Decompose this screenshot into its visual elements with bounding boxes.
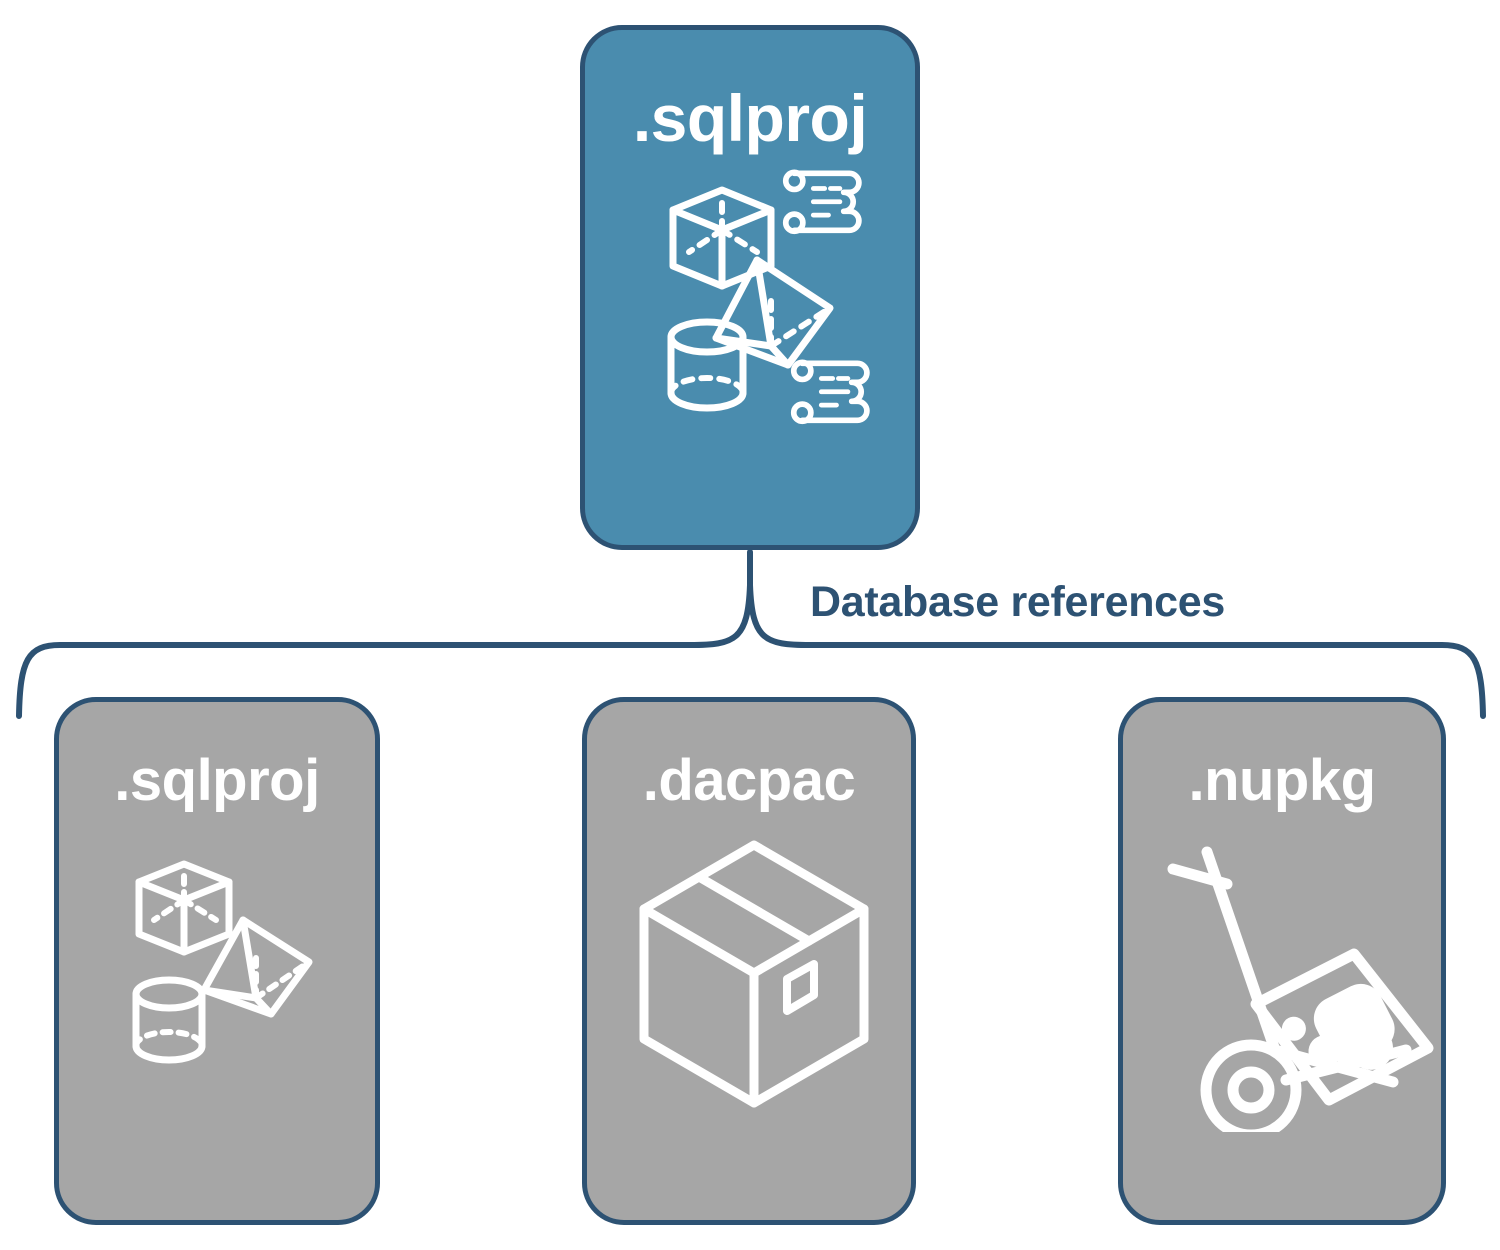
- node-card-sqlproj-parent[interactable]: .sqlproj: [580, 25, 920, 550]
- shipping-box-icon: [639, 840, 869, 1108]
- database-objects-art: [59, 852, 375, 1082]
- dacpac-art-svg: [639, 840, 869, 1108]
- nupkg-art-svg: [1167, 846, 1434, 1141]
- card-title-sqlproj-parent: .sqlproj: [632, 81, 868, 155]
- card-title-sqlproj-reference: .sqlproj: [114, 748, 320, 813]
- cylinder-wireframe-icon: [667, 318, 747, 412]
- package-box-art: [587, 827, 911, 1127]
- card-title-nupkg: .nupkg: [1188, 748, 1376, 813]
- card-title-dacpac: .dacpac: [642, 748, 856, 813]
- script-scroll-icon: [790, 359, 870, 425]
- database-objects-with-scripts-art: [585, 160, 915, 430]
- connector-label-database-references: Database references: [810, 578, 1225, 626]
- node-card-nupkg[interactable]: .nupkg: [1118, 697, 1446, 1225]
- node-card-dacpac[interactable]: .dacpac: [582, 697, 916, 1225]
- sqlproj-child-art-svg: [132, 860, 313, 1064]
- sqlproj-art-svg: [667, 169, 870, 425]
- cube-wireframe-icon: [135, 860, 233, 956]
- pyramid-wireframe-icon: [200, 916, 313, 1018]
- cylinder-wireframe-icon: [132, 976, 206, 1064]
- nuget-package-icon: [1250, 948, 1434, 1106]
- script-scroll-icon: [782, 169, 862, 235]
- nuget-dolly-art: [1123, 842, 1441, 1141]
- node-card-sqlproj-reference[interactable]: .sqlproj: [54, 697, 380, 1225]
